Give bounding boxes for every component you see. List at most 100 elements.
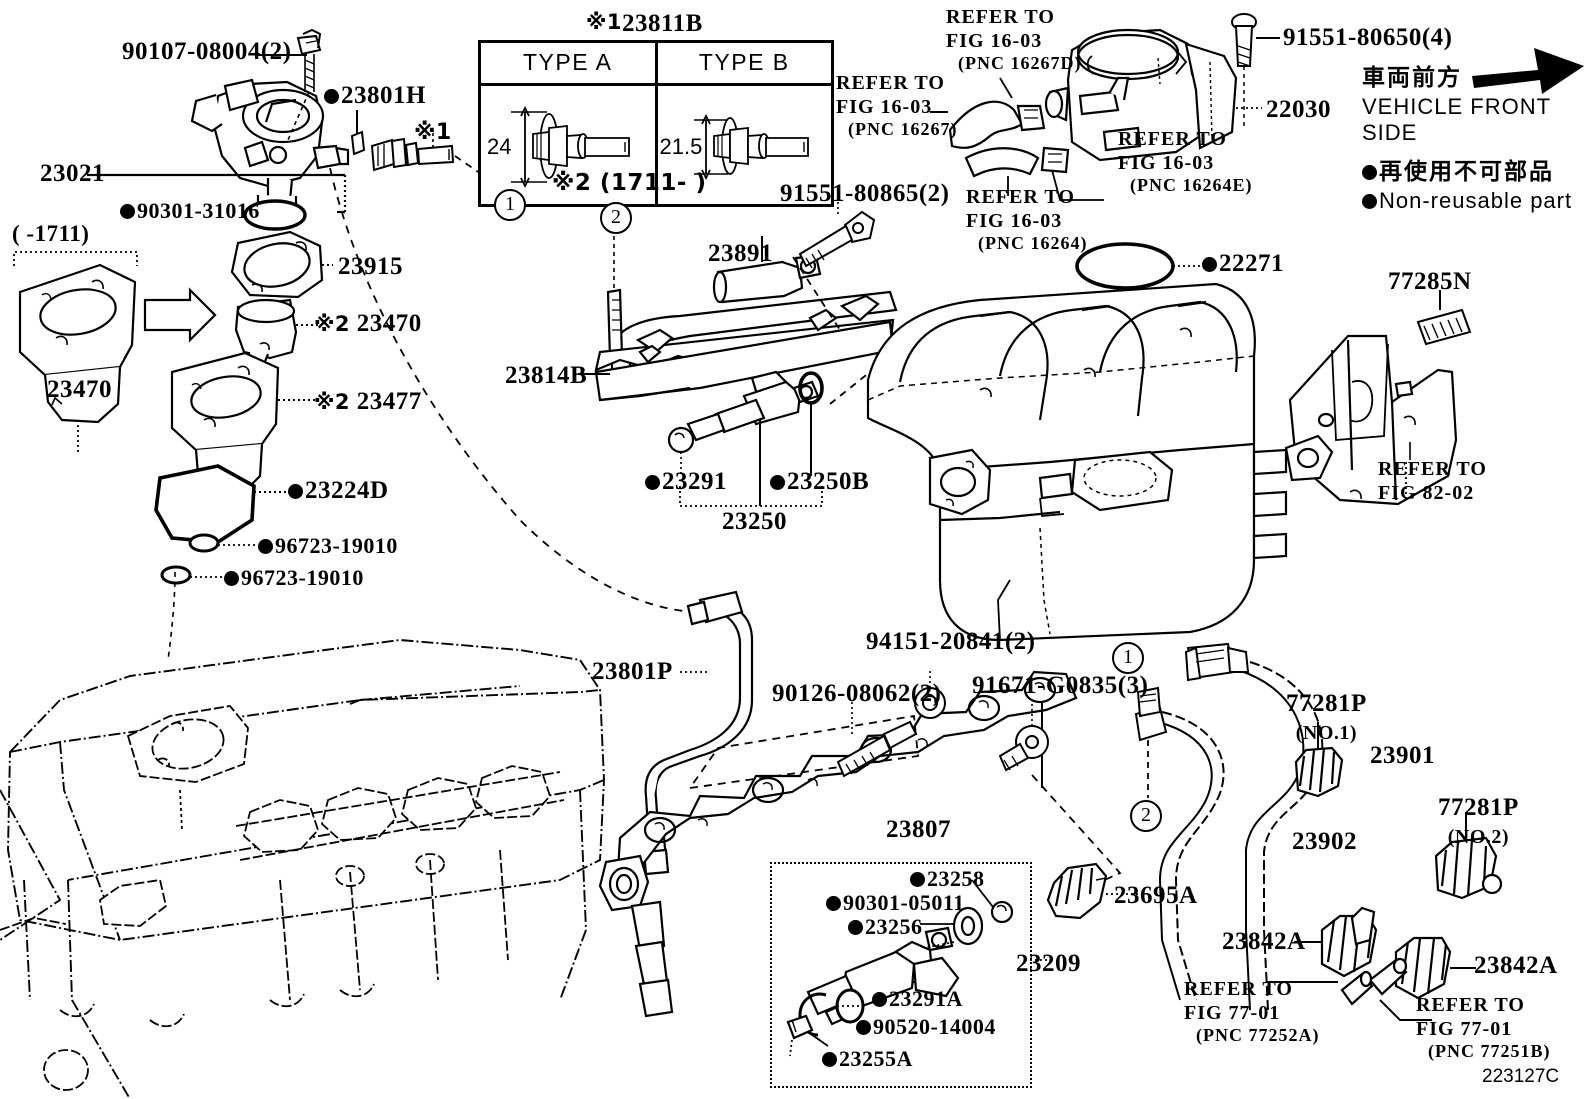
part-label-90301-05011: 90301-05011: [826, 890, 965, 916]
nonreusable-dot: [120, 204, 135, 219]
part-label-22271: 22271: [1202, 250, 1284, 278]
bolt-90126-08062: [836, 720, 918, 778]
part-label-23470-left: 23470: [47, 376, 112, 403]
nonreusable-dot: [324, 89, 339, 104]
nonreusable-dot: [910, 872, 925, 887]
part-label-23477: ※2 23477: [314, 388, 422, 415]
oring-23291: [667, 426, 695, 454]
part-label-91671-G0835: 91671-G0835(3): [972, 672, 1149, 699]
part-label-22030: 22030: [1266, 96, 1331, 123]
fuel-sensor-23811B: [370, 137, 455, 172]
engine-block-details: [0, 705, 565, 1091]
part-label-23250B: 23250B: [770, 468, 869, 496]
throttle-body-22030: [1044, 28, 1238, 162]
note-mark-2: ※2: [314, 390, 351, 414]
ref-marker-1-a: 1: [494, 189, 526, 221]
part-label-23258: 23258: [910, 866, 985, 892]
clip-77285N: [1416, 308, 1472, 346]
injector-holder-23470: [234, 298, 298, 366]
clip-77281P-no1: [1294, 746, 1344, 798]
injector-23250: [686, 370, 820, 442]
part-label-23695A: 23695A: [1114, 882, 1198, 909]
vehicle-front-arrow: [1472, 48, 1584, 94]
part-sublabel-no1: (NO.1): [1295, 722, 1358, 744]
part-label-77285N: 77285N: [1388, 268, 1472, 295]
part-label-77281P-no1: 77281P(NO.1): [1286, 690, 1367, 744]
part-label-91551-80865: 91551-80865(2): [780, 180, 950, 207]
bracket-82-02: [1284, 334, 1458, 506]
part-label-90520-14004: 90520-14004: [856, 1014, 996, 1040]
nonreusable-dot: [826, 896, 841, 911]
dim-type-b: 21.5: [659, 134, 703, 159]
nonreusable-dot: [1202, 257, 1217, 272]
refer-16267: REFER TO FIG 16-03 (PNC 16267): [836, 72, 958, 140]
part-label-96723-19010-b: 96723-19010: [224, 565, 364, 591]
clip-23695A: [1046, 862, 1108, 920]
part-label-96723-19010-a: 96723-19010: [258, 533, 398, 559]
part-label-90301-31016: 90301-31016: [120, 198, 260, 224]
note-mark-2: ※2: [314, 312, 351, 336]
variant-table-title: ※123811B: [586, 10, 703, 37]
nonreusable-dot: [856, 1020, 871, 1035]
injector-insulator-23470-left: [18, 263, 137, 424]
note-mark-1-sensor: ※1: [414, 120, 452, 145]
part-label-91551-80650: 91551-80650(4): [1283, 24, 1453, 51]
refer-16264E: REFER TO FIG 16-03 (PNC 16264E): [1118, 128, 1253, 196]
variant-col-type-a: TYPE A: [481, 43, 658, 83]
part-label-23470-top: ※2 23470: [314, 310, 422, 337]
bolt-91671-G0835: [998, 725, 1049, 772]
legend-block: 車両前方 VEHICLE FRONT SIDE 再使用不可部品 Non-reus…: [1362, 58, 1592, 214]
figure-code: 223127C: [1482, 1066, 1560, 1087]
ref-marker-1-b: 1: [1112, 642, 1144, 674]
refer-77251B: REFER TO FIG 77-01 (PNC 77251B): [1416, 994, 1551, 1062]
hose-23902: [1134, 686, 1225, 1001]
nonreusable-dot: [822, 1052, 837, 1067]
part-label-23901: 23901: [1370, 742, 1435, 769]
part-label-90126-08062: 90126-08062(2): [772, 680, 942, 707]
bolt-91551-80650: [1231, 13, 1257, 128]
dim-type-a: 24: [487, 134, 512, 159]
part-label-23021: 23021: [40, 160, 105, 187]
legend-nonreusable-en: Non-reusable part: [1362, 188, 1592, 214]
part-sublabel-no2: (NO.2): [1447, 826, 1510, 848]
hose-16264: [964, 146, 1070, 178]
part-label-23842A-right: 23842A: [1474, 952, 1558, 979]
nonreusable-dot: [848, 920, 863, 935]
ref-marker-2-a: 2: [600, 202, 632, 234]
variant-cell-type-b: 21.5: [658, 86, 832, 204]
part-label-23814B: 23814B: [505, 362, 588, 389]
intake-manifold: [866, 282, 1288, 642]
part-label-23801H: 23801H: [324, 82, 426, 110]
hose-16267: [948, 100, 1046, 149]
variant-table: TYPE A TYPE B 24: [478, 40, 834, 207]
refer-16264: REFER TO FIG 16-03 (PNC 16264): [966, 186, 1088, 254]
nonreusable-dot: [1362, 165, 1377, 180]
variant-col-type-b: TYPE B: [698, 49, 790, 75]
part-label-90107-08004: 90107-08004(2): [122, 38, 292, 65]
variant-table-header: TYPE A TYPE B: [481, 43, 831, 86]
engine-block: [0, 639, 605, 1099]
date-range-note: ( -1711): [12, 221, 90, 246]
part-label-23291: 23291: [645, 468, 727, 496]
nonreusable-dot: [1362, 194, 1377, 209]
refer-82-02: REFER TO FIG 82-02: [1378, 458, 1487, 504]
ref-marker-2-b: 2: [1130, 800, 1162, 832]
note-mark-1: ※1: [586, 10, 623, 34]
legend-nonreusable-jp: 再使用不可部品: [1362, 152, 1592, 186]
note-2-range: ※2 (1711- ): [552, 170, 707, 196]
bolt-91551-80865: [798, 210, 876, 269]
nonreusable-dot: [872, 992, 887, 1007]
nonreusable-dot: [288, 484, 303, 499]
refer-77252A: REFER TO FIG 77-01 (PNC 77252A): [1184, 978, 1320, 1046]
part-label-23902: 23902: [1292, 828, 1357, 855]
part-label-94151-20841: 94151-20841(2): [866, 628, 1036, 655]
part-label-23256: 23256: [848, 914, 923, 940]
part-label-77281P-no2: 77281P(NO.2): [1438, 794, 1519, 848]
part-label-23801P: 23801P: [592, 658, 673, 685]
gasket-23915: [230, 230, 324, 299]
part-label-23891: 23891: [708, 240, 773, 267]
part-label-23842A-left: 23842A: [1222, 928, 1306, 955]
nonreusable-dot: [645, 475, 660, 490]
part-label-23224D: 23224D: [288, 477, 389, 505]
